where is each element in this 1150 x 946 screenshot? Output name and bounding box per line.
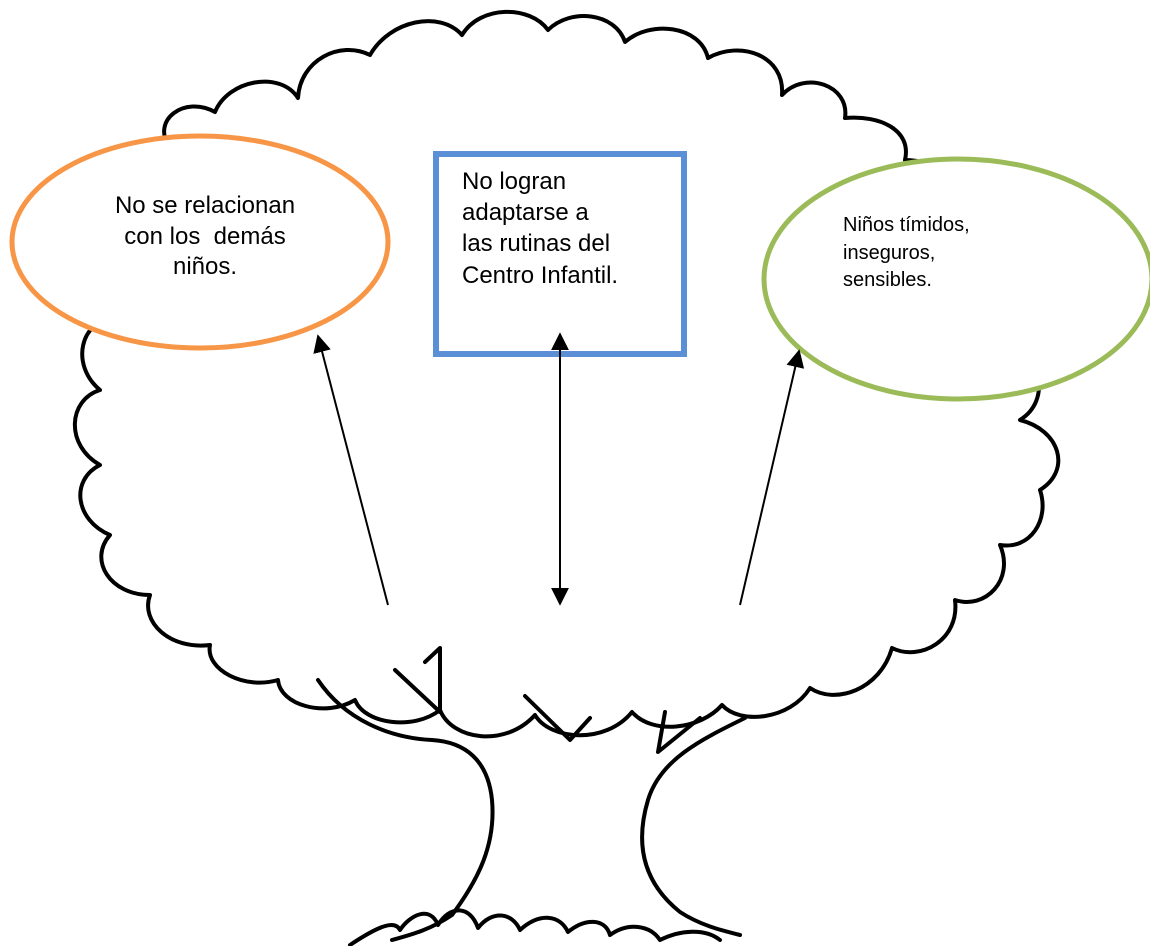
right-node-label: Niños tímidos, inseguros, sensibles.	[843, 212, 1063, 295]
right-node-line: sensibles.	[843, 269, 932, 292]
tree-trunk-left	[316, 678, 495, 942]
tree-branch-left	[393, 646, 442, 714]
right-node-line: Niños tímidos,	[843, 214, 970, 236]
center-node-line: No logran	[462, 168, 567, 195]
tree-canopy	[72, 9, 1061, 739]
left-ellipse	[9, 133, 391, 351]
tree-trunk-right	[640, 716, 747, 937]
left-node-label: No se relacionan con los demás niños.	[70, 191, 340, 283]
center-box	[433, 151, 687, 357]
left-node-line: No se relacionan	[114, 192, 296, 219]
tree-branch-right	[656, 710, 702, 754]
right-node-line: inseguros,	[843, 241, 936, 264]
tree-roots	[348, 908, 722, 946]
center-node-line: Centro Infantil.	[462, 261, 619, 289]
left-node-line: con los demás	[124, 222, 286, 250]
tree-branch-center	[523, 694, 592, 742]
tree-outline	[72, 9, 1061, 946]
center-node-label: No logran adaptarse a las rutinas del Ce…	[462, 166, 672, 291]
arrow-left	[313, 334, 389, 606]
center-node-line: adaptarse a	[462, 199, 589, 227]
center-node-line: las rutinas del	[462, 230, 611, 258]
left-node-line: niños.	[172, 253, 238, 281]
right-ellipse	[761, 156, 1150, 402]
arrow-right	[739, 349, 805, 606]
